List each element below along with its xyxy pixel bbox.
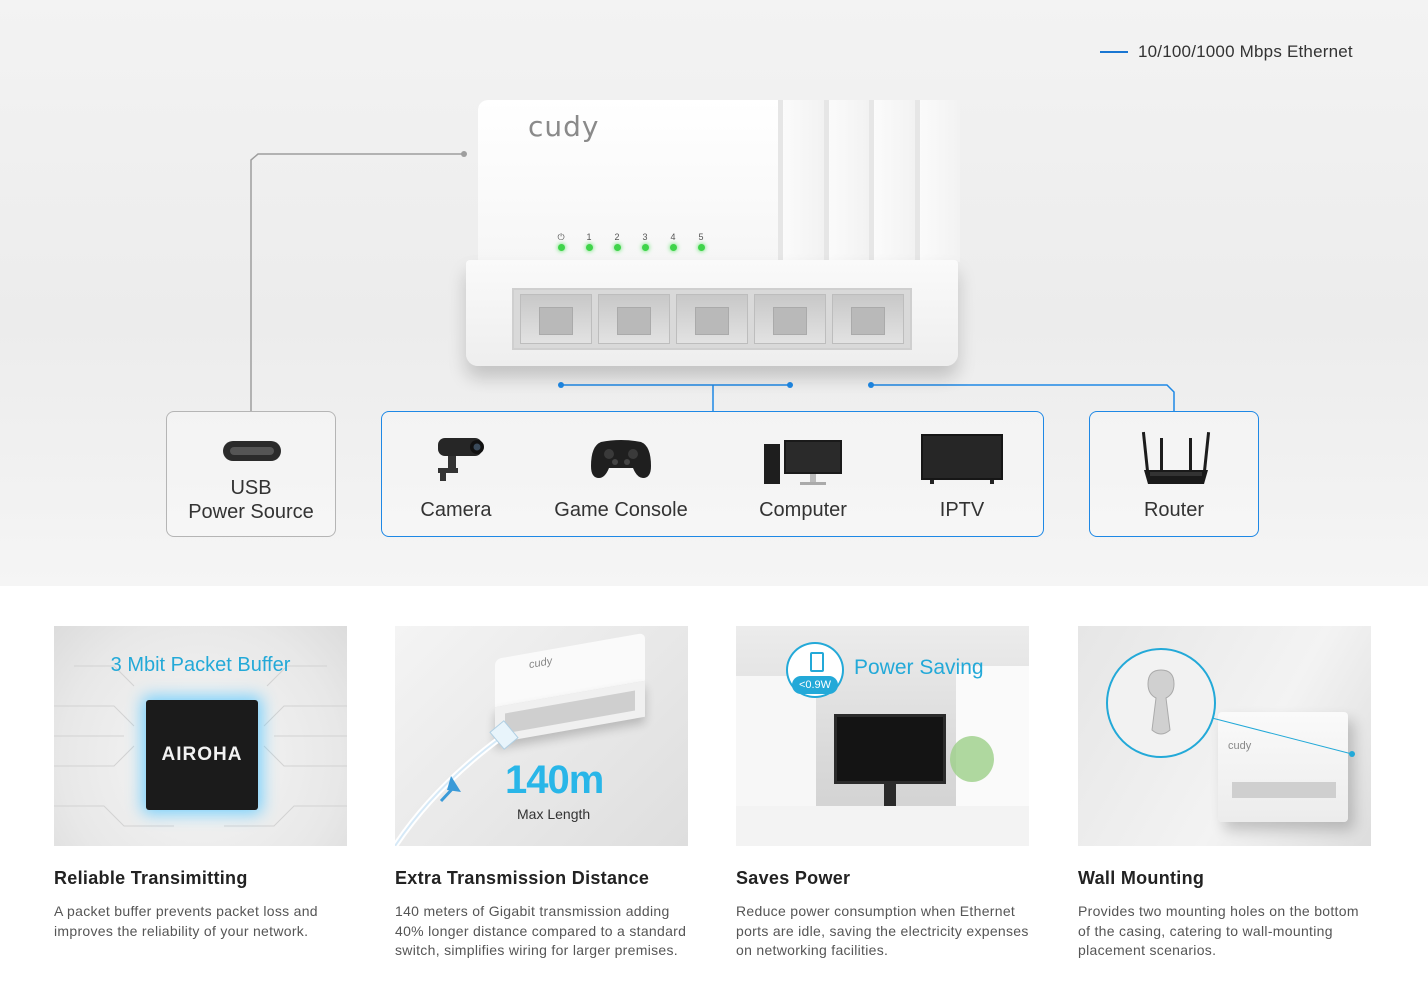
network-switch: cudy ⏻ 1 2 3 4 5 [466,100,960,366]
feature-card-packet-buffer: 3 Mbit Packet Buffer AIROHA Reliable Tra… [54,626,347,941]
circuit-traces [54,665,347,827]
network-diagram: 10/100/1000 Mbps Ethernet cudy ⏻ 1 2 3 4 [0,0,1428,586]
wall-mount-image: cudy [1078,626,1371,846]
led-port-4: 4 [666,232,680,251]
monitor [834,714,946,784]
led-port-5: 5 [694,232,708,251]
router-box: Router [1089,411,1259,537]
device-label-computer: Computer [759,499,847,521]
feature-desc-reliable: A packet buffer prevents packet loss and… [54,903,318,939]
power-saving-image: <0.9W Power Saving [736,626,1029,846]
packet-buffer-caption: 3 Mbit Packet Buffer [110,654,291,676]
distance-caption: Max Length [517,806,591,822]
plant [950,736,994,782]
power-cable-line [250,153,464,411]
legend-line [1100,51,1128,53]
chip-label: AIROHA [161,744,243,765]
ethernet-port-3 [676,294,748,344]
feature-title-wall-mount: Wall Mounting [1078,868,1205,888]
game-controller-icon [591,440,651,478]
feature-title-reliable: Reliable Transimitting [54,868,248,888]
led-port-1: 1 [582,232,596,251]
power-badge: <0.9W [786,642,844,698]
switch-front [466,260,958,366]
monitor-stand [884,784,896,806]
ethernet-port-1 [520,294,592,344]
router-label: Router [1143,499,1205,521]
power-saving-caption: Power Saving [854,656,984,679]
mount-callout-line [1211,717,1355,757]
legend-label: 10/100/1000 Mbps Ethernet [1138,42,1353,61]
legend: 10/100/1000 Mbps Ethernet [1100,42,1353,62]
mounted-switch: cudy [1218,712,1348,822]
feature-desc-wall-mount: Provides two mounting holes on the botto… [1078,903,1359,959]
end-devices-box: Camera Game Console Computer IPTV [381,411,1044,537]
feature-title-power: Saves Power [736,868,851,888]
router-line [871,384,1175,411]
computer-icon [764,440,842,485]
switch-fins [778,100,960,262]
ethernet-port-4 [754,294,826,344]
device-label-game-console: Game Console [554,499,688,521]
feature-title-distance: Extra Transmission Distance [395,868,650,888]
led-port-3: 3 [638,232,652,251]
feature-desc-power: Reduce power consumption when Ethernet p… [736,903,1029,959]
airoha-chip: AIROHA [146,700,258,810]
led-port-2: 2 [610,232,624,251]
packet-buffer-image: 3 Mbit Packet Buffer AIROHA [54,626,347,846]
device-label-iptv: IPTV [939,499,985,521]
desk [736,806,1029,846]
usb-c-port-icon [223,441,281,461]
feature-card-power: <0.9W Power Saving Saves Power Reduce po… [736,626,1029,961]
status-leds: ⏻ 1 2 3 4 5 [554,232,708,251]
keyhole-icon [1147,669,1175,735]
power-badge-value: <0.9W [792,676,838,694]
devices-bus-dot-right [787,382,793,388]
window-panel [736,676,816,816]
feature-card-distance: cudy 140m Max Length Extra Transmission … [395,626,688,961]
mounting-hole-zoom [1106,648,1216,758]
ethernet-port-2 [598,294,670,344]
camera-icon [438,438,484,481]
tv-icon [921,434,1003,484]
distance-image: cudy 140m Max Length [395,626,688,846]
distance-value: 140m [505,758,604,802]
ethernet-port-5 [832,294,904,344]
brand-logo: cudy [528,110,600,143]
ethernet-ports [512,288,912,350]
device-label-camera: Camera [420,499,492,521]
led-power: ⏻ [554,232,568,251]
feature-card-wall-mount: cudy Wall Mounting Provides two mounting… [1078,626,1371,961]
devices-bus-dot-left [558,382,564,388]
feature-desc-distance: 140 meters of Gigabit transmission addin… [395,903,687,959]
router-icon [1141,431,1211,484]
ethernet-cable-icon [395,720,519,846]
mounted-switch-brand: cudy [1228,740,1252,752]
battery-icon [810,652,824,672]
switch-top: cudy ⏻ 1 2 3 4 5 [478,100,960,262]
router-line-dot [868,382,874,388]
